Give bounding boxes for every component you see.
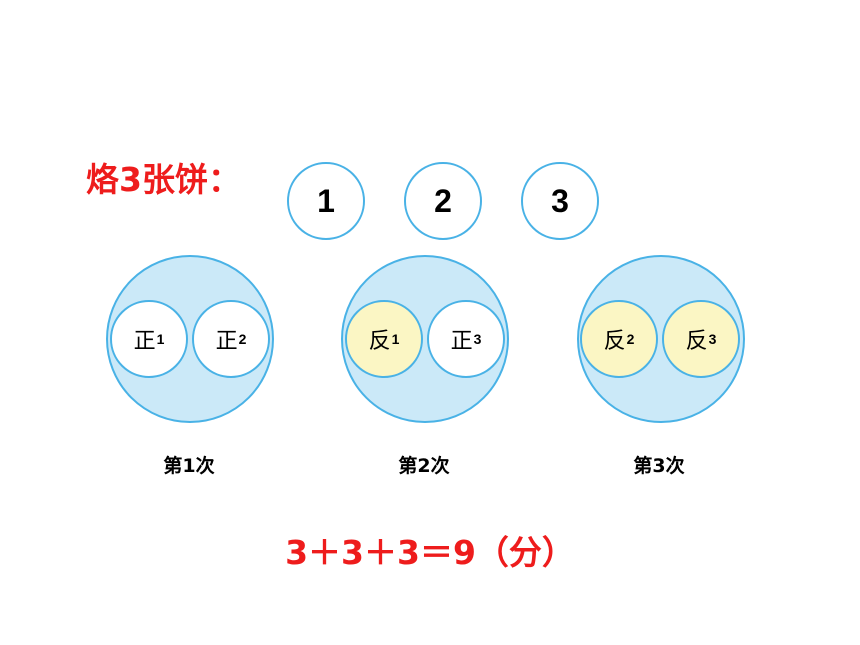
slot-side: 反 (603, 329, 626, 354)
slot-index: 1 (391, 331, 400, 347)
slot-index: 3 (708, 331, 717, 347)
slot-side: 反 (685, 329, 708, 354)
slot-index: 2 (238, 331, 247, 347)
round-caption-1: 第1次 (163, 455, 215, 477)
slot-index: 2 (626, 331, 635, 347)
pancake-3: 3 (521, 162, 599, 240)
pancake-2: 2 (404, 162, 482, 240)
round-caption-3: 第3次 (633, 455, 685, 477)
round-caption-2: 第2次 (398, 455, 450, 477)
slot-side: 反 (368, 329, 391, 354)
diagram-title: 烙3张饼： (86, 160, 241, 199)
slot-index: 1 (156, 331, 165, 347)
total-time-equation: 3＋3＋3＝9（分） (285, 533, 575, 572)
slot-side: 正 (133, 329, 156, 354)
slot-side: 正 (450, 329, 473, 354)
slot-side: 正 (215, 329, 238, 354)
slot-index: 3 (473, 331, 482, 347)
pancake-1: 1 (287, 162, 365, 240)
